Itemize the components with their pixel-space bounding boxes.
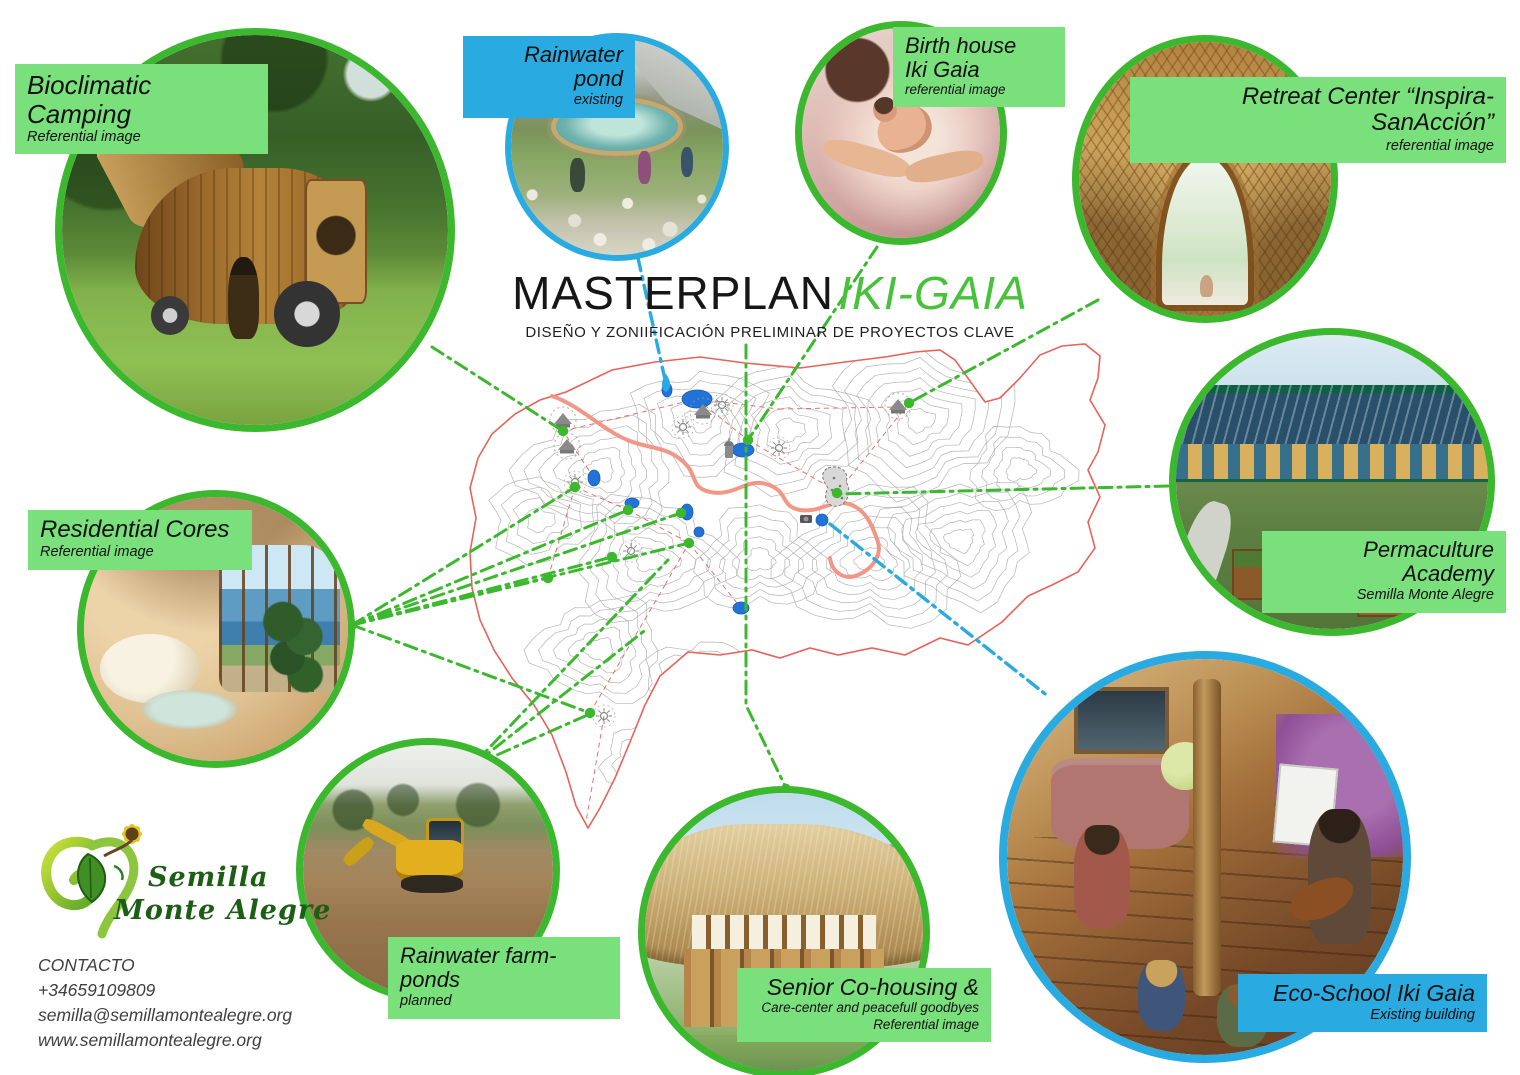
label-title: Rainwater farm-ponds xyxy=(400,943,557,993)
label-title: Rainwater pond xyxy=(523,42,623,92)
label-title: Retreat Center “Inspira-SanAcción” xyxy=(1241,83,1494,137)
semilla-monte-alegre-logo-text: Semilla Monte Alegre xyxy=(114,862,331,926)
tower-map-icon xyxy=(724,438,734,458)
sun-map-icon xyxy=(767,436,791,460)
sun-map-icon xyxy=(592,704,616,728)
label-title: Permaculture Academy xyxy=(1363,537,1494,587)
label-subtitle: existing xyxy=(573,92,623,109)
sun-map-icon xyxy=(671,415,695,439)
semilla-monte-alegre-logo-icon xyxy=(41,824,142,939)
caravan-figure xyxy=(227,257,259,340)
label-subtitle: planned xyxy=(400,993,452,1010)
person xyxy=(680,147,694,178)
label-senior-cohousing: Senior Co-housing & Care-center and peac… xyxy=(737,968,991,1043)
camera-map-icon xyxy=(800,515,812,523)
indoor-plant xyxy=(260,592,325,698)
window-row xyxy=(692,915,876,949)
title-subtitle: DISEÑO Y ZONIIFICACIÓN PRELIMINAR DE PRO… xyxy=(525,324,1015,341)
logo-line2: Monte Alegre xyxy=(114,895,332,926)
child xyxy=(1137,959,1186,1032)
excavator-bucket-arm xyxy=(340,834,376,868)
excavator-body xyxy=(395,840,463,880)
person xyxy=(638,151,651,184)
glass-table xyxy=(142,689,238,730)
label-eco-school: Eco-School Iki Gaia Existing building xyxy=(1238,974,1487,1033)
quarry-map-icon xyxy=(822,466,850,507)
logo-line1: Semilla xyxy=(148,862,269,893)
wooden-post xyxy=(1193,678,1221,996)
caravan-wheel-small xyxy=(150,296,190,336)
sun-map-icon xyxy=(710,393,734,417)
arm xyxy=(903,146,986,188)
contact-heading: CONTACTO xyxy=(38,955,135,975)
label-birth-house: Birth house Iki Gaia referential image xyxy=(893,27,1065,108)
label-rainwater-pond: Rainwater pond existing xyxy=(463,36,635,118)
building-windows xyxy=(1176,443,1488,483)
label-title: Birth house xyxy=(905,33,1017,58)
contact-website: www.semillamontealegre.org xyxy=(38,1029,262,1050)
caravan-wheel xyxy=(274,280,340,347)
label-subtitle: referential image xyxy=(905,82,1006,98)
contact-email: semilla@semillamontealegre.org xyxy=(38,1004,293,1025)
hut-map-icon xyxy=(689,397,717,425)
contact-phone: +34659109809 xyxy=(38,979,156,1000)
label-subtitle-line2: Referential image xyxy=(873,1017,979,1033)
label-residential-cores: Residential Cores Referential image xyxy=(28,510,252,570)
label-subtitle: referential image xyxy=(1386,137,1494,154)
person-with-child xyxy=(1074,825,1130,929)
label-retreat-center: Retreat Center “Inspira-SanAcción” refer… xyxy=(1130,77,1506,163)
label-subtitle: Referential image xyxy=(40,544,154,561)
excavator-tracks xyxy=(400,875,463,893)
title-main: MASTERPLAN xyxy=(512,267,834,319)
window xyxy=(1074,686,1170,755)
label-subtitle: Care-center and peacefull goodbyes xyxy=(761,1000,979,1016)
baby-head xyxy=(873,97,898,123)
earthship-building xyxy=(1176,384,1488,444)
label-title-line2: Iki Gaia xyxy=(905,57,980,83)
label-title: Bioclimatic Camping xyxy=(27,70,152,129)
meditating-person xyxy=(1199,274,1213,297)
label-title: Senior Co-housing & xyxy=(766,974,979,1000)
label-title: Eco-School Iki Gaia xyxy=(1273,980,1475,1006)
label-subtitle: Semilla Monte Alegre xyxy=(1356,587,1494,604)
title-accent: IKI-GAIA xyxy=(838,267,1028,319)
label-title: Residential Cores xyxy=(40,516,230,543)
page-title: MASTERPLAN IKI-GAIA DISEÑO Y ZONIIFICACI… xyxy=(460,266,1080,341)
rocky-ground xyxy=(511,168,723,255)
person xyxy=(570,157,586,193)
contact-block: CONTACTO +34659109809 semilla@semillamon… xyxy=(38,953,292,1052)
label-rainwater-farm-ponds: Rainwater farm-ponds planned xyxy=(388,937,620,1019)
label-bioclimatic-camping: Bioclimatic Camping Referential image xyxy=(15,64,268,155)
label-subtitle: Existing building xyxy=(1370,1007,1475,1024)
label-permaculture-academy: Permaculture Academy Semilla Monte Alegr… xyxy=(1262,531,1506,613)
label-subtitle: Referential image xyxy=(27,129,141,146)
